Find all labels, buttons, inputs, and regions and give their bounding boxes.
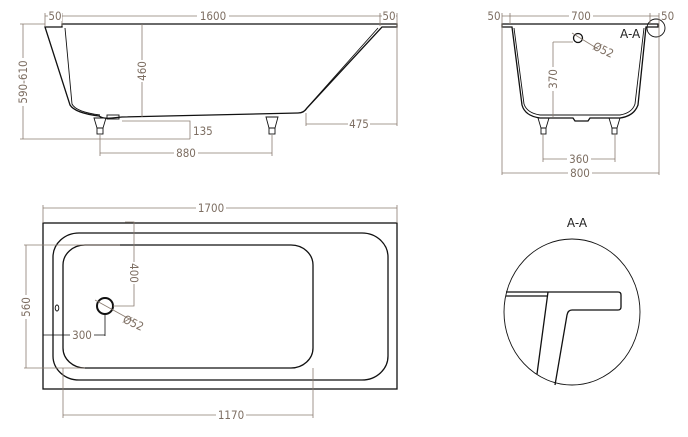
- side-profile-outer: [44, 23, 398, 119]
- dim-side-length-inner: 1600: [200, 9, 226, 23]
- section-marker-circle: [646, 18, 666, 38]
- dim-top-basin-width: 560: [19, 297, 33, 317]
- end-profile-outer: [501, 23, 659, 122]
- top-overflow: [54, 304, 60, 312]
- dim-side-foot-height: 135: [193, 124, 213, 138]
- side-profile-inner: [64, 27, 379, 116]
- dim-end-feet-spacing: 360: [569, 152, 589, 166]
- detail-circle: [503, 238, 641, 386]
- dim-end-rim-right: 50: [661, 9, 674, 23]
- detail-title: A-A: [567, 216, 588, 230]
- dim-side-feet-spacing: 880: [176, 146, 196, 160]
- dim-side-rim-left: 50: [48, 9, 61, 23]
- top-basin: [62, 244, 314, 369]
- side-foot-right: [265, 116, 279, 135]
- dim-top-total-length: 1700: [198, 201, 224, 215]
- section-marker-label: A-A: [620, 27, 641, 41]
- dim-side-slope-offset: 475: [349, 117, 369, 131]
- dim-end-width-inner: 700: [571, 9, 591, 23]
- dim-top-basin-length: 1170: [218, 408, 244, 422]
- dim-end-total-width: 800: [570, 166, 590, 180]
- end-foot-right: [608, 117, 621, 135]
- side-view: 50 1600 50 590-610 460 135 880 475: [16, 9, 398, 160]
- dim-top-drain-diameter: Ø52: [121, 312, 146, 334]
- end-view: Ø52 A-A 50 700 50 370 360 800: [486, 9, 674, 180]
- dim-top-drain-offset-y: 400: [127, 263, 141, 283]
- side-foot-left: [93, 117, 107, 135]
- dim-end-rim-left: 50: [487, 9, 500, 23]
- dim-end-drain-height: 370: [546, 69, 560, 89]
- end-foot-left: [537, 117, 550, 135]
- dim-side-total-height: 590-610: [16, 60, 30, 103]
- dim-side-rim-right: 50: [382, 9, 395, 23]
- dim-side-depth: 460: [135, 61, 149, 81]
- top-outer-rim: [42, 222, 398, 390]
- dim-end-drain-diameter: Ø52: [591, 39, 616, 61]
- end-profile-inner: [513, 27, 645, 116]
- top-inner-rim: [52, 232, 389, 381]
- top-drain: [96, 297, 114, 315]
- side-drain: [106, 114, 120, 120]
- dim-top-drain-offset-x: 300: [72, 328, 92, 342]
- detail-rim-section: [506, 291, 622, 386]
- detail-a-a: A-A: [503, 216, 641, 386]
- end-drain-overflow: [572, 32, 584, 44]
- top-view: Ø52 1700 560 400 300 1170: [19, 201, 398, 422]
